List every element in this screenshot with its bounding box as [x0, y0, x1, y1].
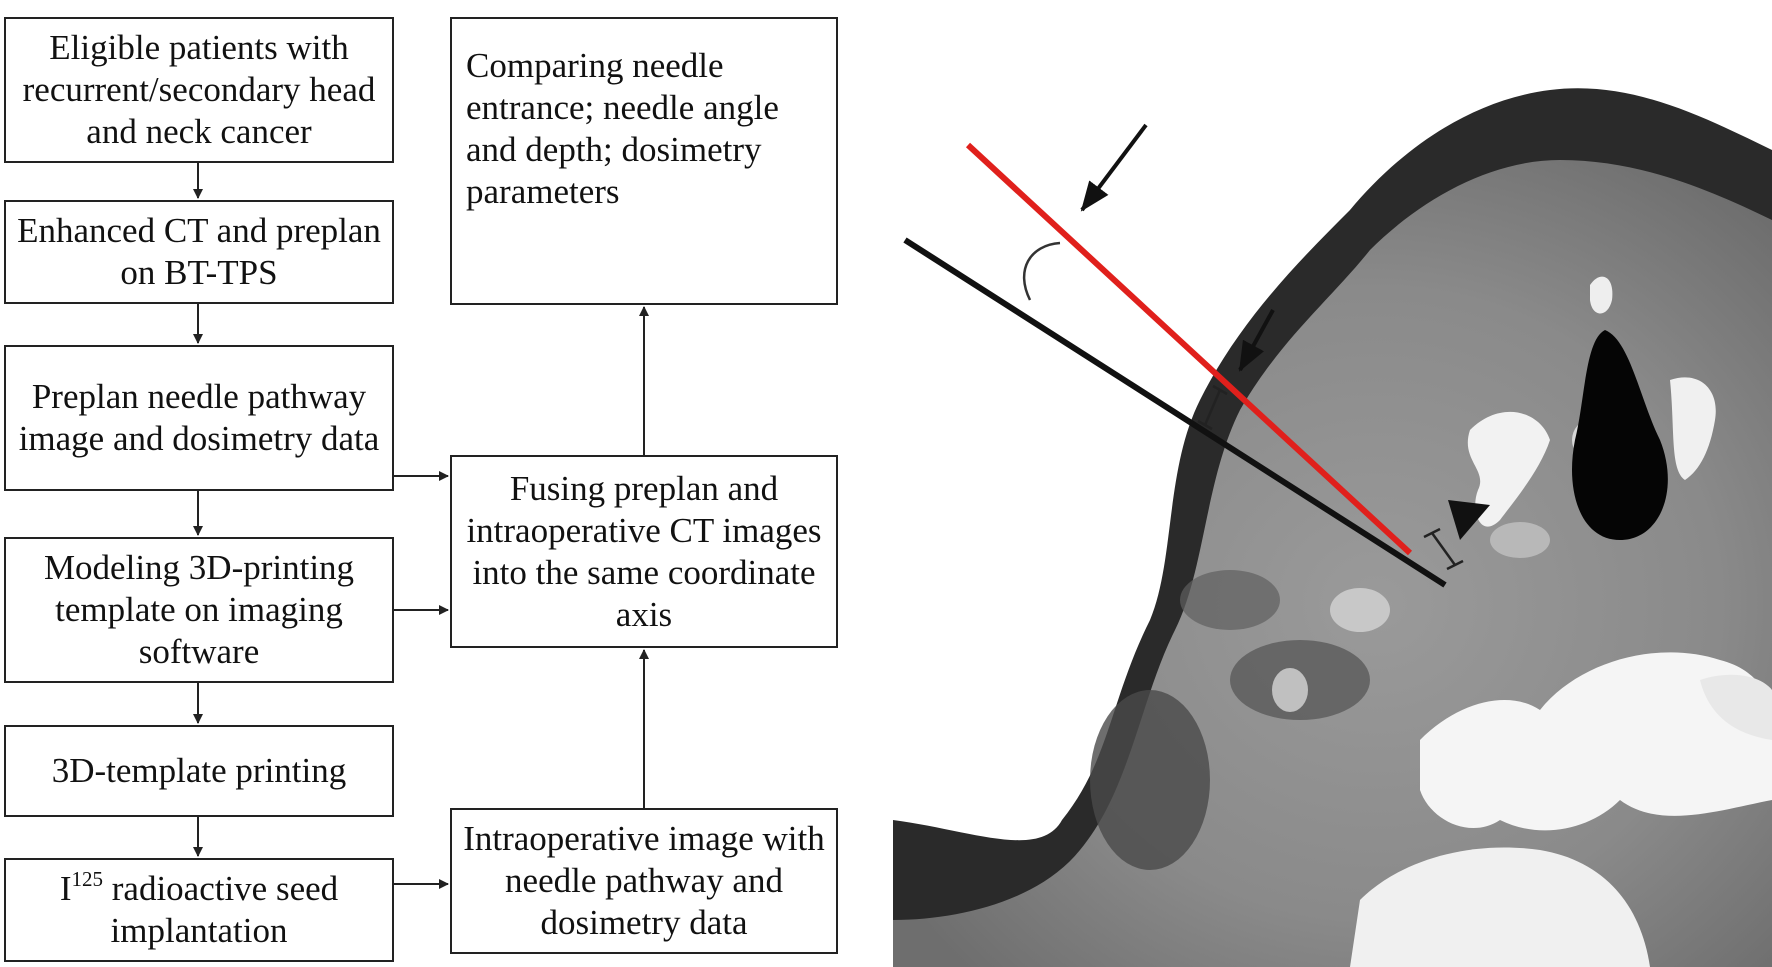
ct-dark-region [1090, 690, 1210, 870]
ct-bone-structure [1700, 674, 1772, 740]
ct-bone-structure [1670, 377, 1716, 480]
depth-arrowhead [1448, 500, 1490, 540]
ct-bone-structure [1590, 276, 1613, 314]
entrance-distance-marker [1197, 384, 1228, 431]
ct-light-patch [1330, 588, 1390, 632]
actual-needle-line [903, 237, 1447, 588]
ct-bone-structure [1467, 411, 1550, 527]
depth-distance-marker [1423, 527, 1464, 571]
flow-box-template-printing: 3D-template printing [4, 725, 394, 817]
flow-box-preplan-needle-pathway: Preplan needle pathway image and dosimet… [4, 345, 394, 491]
flow-box-intraoperative-image: Intraoperative image with needle pathway… [450, 808, 838, 954]
ct-dark-region [1180, 570, 1280, 630]
flow-box-modeling-template: Modeling 3D-printing template on imaging… [4, 537, 394, 683]
ct-light-patch [1272, 668, 1308, 712]
preplan-needle-line [965, 142, 1413, 556]
flow-box-text: I125 radioactive seed implantation [14, 868, 384, 952]
ct-vertebra [1350, 847, 1650, 967]
flow-box-text: Intraoperative image with needle pathway… [463, 819, 825, 942]
flow-box-text: Modeling 3D-printing template on imaging… [43, 548, 355, 671]
flow-box-text: Fusing preplan and intraoperative CT ima… [466, 468, 822, 634]
flow-box-seed-implantation: I125 radioactive seed implantation [4, 858, 394, 962]
isotope-symbol: I [59, 869, 72, 908]
ct-mandible [1420, 652, 1772, 831]
flow-box-eligible-patients: Eligible patients with recurrent/seconda… [4, 17, 394, 163]
flow-box-fusing: Fusing preplan and intraoperative CT ima… [450, 455, 838, 648]
ct-airway [1572, 330, 1668, 540]
flow-box-text: 3D-template printing [51, 751, 347, 790]
ct-scan-image [893, 88, 1772, 967]
flow-box-enhanced-ct: Enhanced CT and preplan on BT-TPS [4, 200, 394, 304]
seed-implantation-label: radioactive seed implantation [103, 869, 339, 950]
flow-box-comparing: Comparing needle entrance; needle angle … [450, 17, 838, 305]
needle-angle-arc [1022, 241, 1061, 301]
ct-light-patch [1490, 522, 1550, 558]
flow-box-text: Eligible patients with recurrent/seconda… [22, 28, 376, 151]
isotope-mass-number: 125 [71, 867, 104, 891]
entrance-arrow [1238, 309, 1275, 372]
flow-box-text: Comparing needle entrance; needle angle … [466, 46, 779, 211]
flow-box-text: Enhanced CT and preplan on BT-TPS [17, 211, 381, 292]
flow-box-text: Preplan needle pathway image and dosimet… [18, 377, 380, 458]
angle-arrow [1080, 123, 1148, 212]
